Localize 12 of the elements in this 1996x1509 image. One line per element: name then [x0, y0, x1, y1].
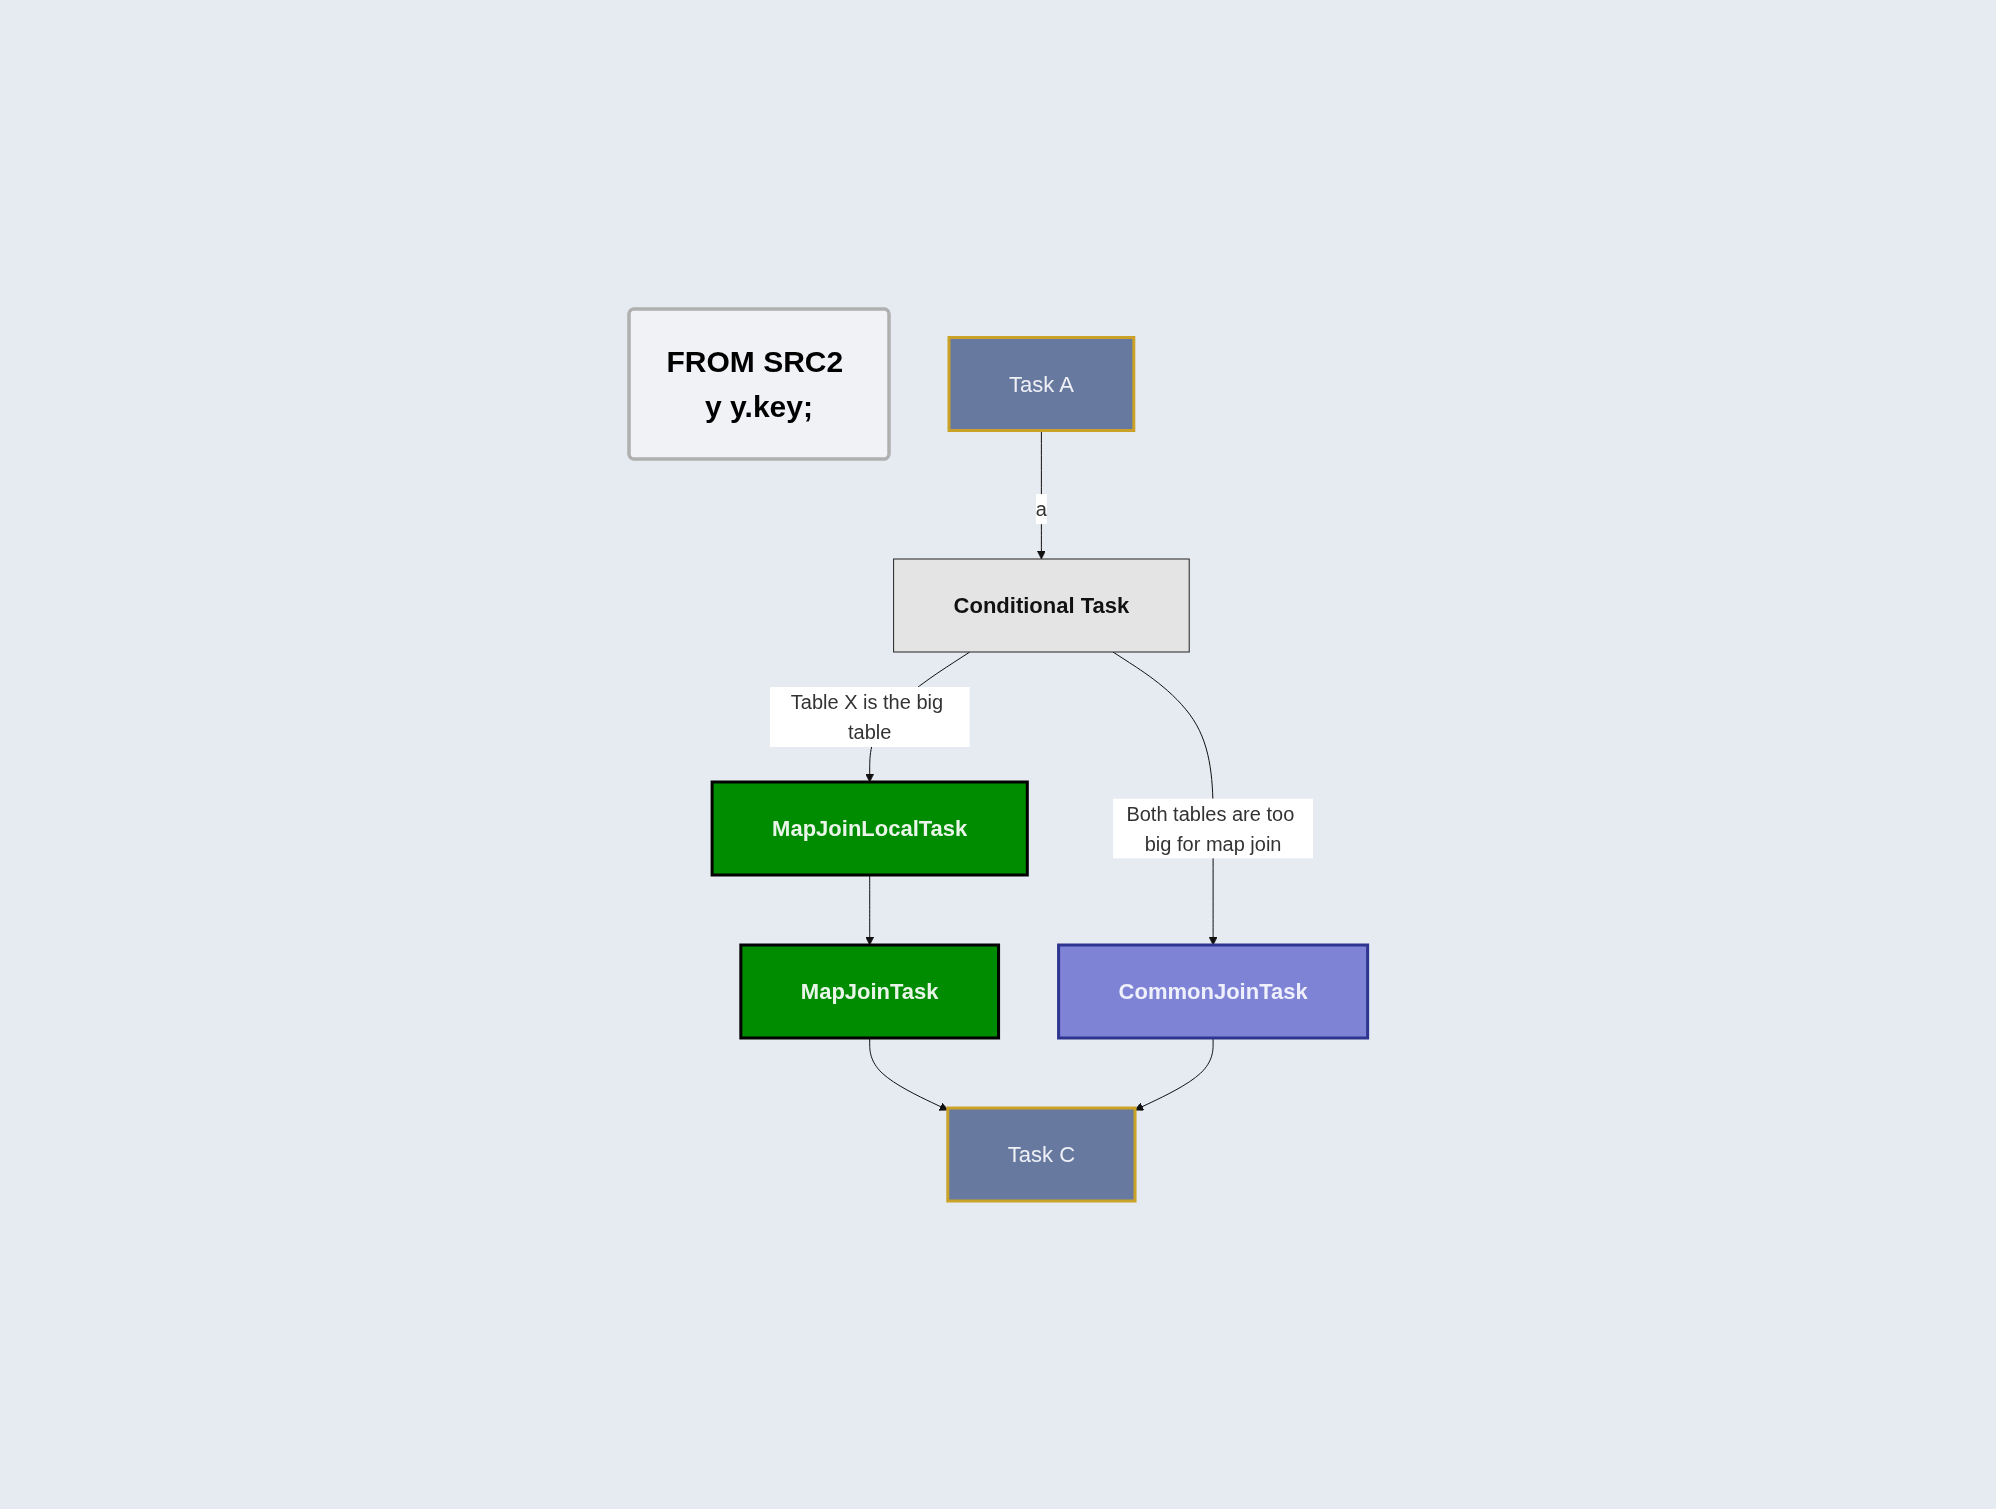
edge-label: a: [1035, 497, 1047, 520]
node-box: MapJoinLocalTask: [710, 780, 1029, 876]
node-box: Task C: [945, 1106, 1137, 1202]
node-box: Conditional Task: [892, 558, 1190, 652]
edge-label: Both tables are too big for map join: [1126, 802, 1294, 854]
node-box: CommonJoinTask: [1056, 943, 1369, 1039]
arrow: [868, 1037, 948, 1111]
arrow: [864, 874, 874, 945]
node-box: MapJoinTask: [739, 943, 1000, 1039]
edge-label: Table X is the big table: [790, 690, 943, 743]
node-box: Task A: [947, 335, 1135, 432]
arrow: [1134, 1037, 1214, 1111]
